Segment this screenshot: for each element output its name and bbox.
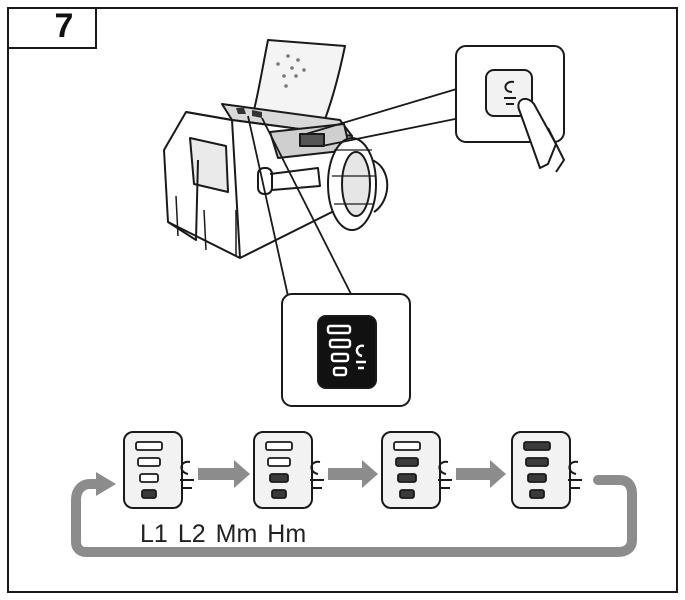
cycle-step-arrow	[328, 460, 378, 488]
callout-lines-upper	[305, 87, 461, 147]
mode-cycle	[71, 431, 637, 557]
torque-symbol-icon	[504, 80, 516, 105]
mode-stage-mm	[381, 431, 452, 509]
mode-label-l1: L1	[140, 520, 168, 548]
mode-labels: L1 L2 Mm Hm	[140, 520, 306, 554]
step-tab	[7, 7, 97, 49]
callout-lines-lower	[247, 115, 353, 297]
mode-label-hm: Hm	[267, 520, 307, 548]
indicator-zoom-panel	[281, 293, 411, 407]
cycle-arrow-head	[96, 472, 116, 496]
cycle-step-arrow	[456, 460, 506, 488]
mode-label-mm: Mm	[215, 520, 258, 548]
finger-press-panel	[455, 45, 565, 173]
power-tool-icon	[163, 39, 389, 259]
mode-stage-l2	[253, 431, 324, 509]
cycle-step-arrow	[198, 460, 250, 488]
mode-label-l2: L2	[177, 520, 206, 548]
finger-press-icon	[517, 97, 565, 173]
step-number: 7	[54, 7, 74, 45]
cycle-arrow-icon	[71, 475, 637, 557]
mode-stage-hm	[511, 431, 582, 509]
mode-stage-l1	[123, 431, 194, 509]
